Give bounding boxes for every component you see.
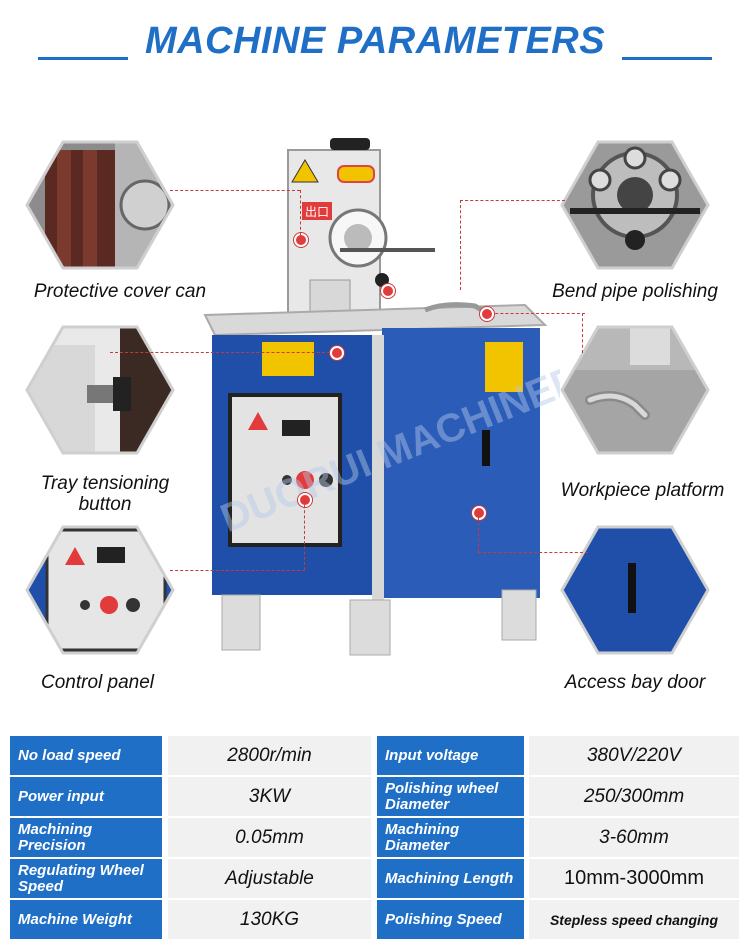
callout-dot-cover [294, 233, 308, 247]
callout-line-platform [485, 313, 585, 314]
tray-tensioning-label-line1: Tray tensioning [40, 473, 170, 494]
spec-value: 0.05mm [168, 818, 371, 857]
access-bay-door-label: Access bay door [564, 672, 706, 693]
callout-line-bend [460, 200, 565, 201]
callout-line-panel-v [304, 500, 305, 570]
spec-value: 380V/220V [529, 736, 739, 775]
header: MACHINE PARAMETERS [0, 0, 750, 90]
workpiece-platform-label: Workpiece platform [560, 480, 725, 501]
spec-key: Polishing Speed [377, 900, 524, 939]
spec-key: Machine Weight [10, 900, 162, 939]
bend-pipe-image [560, 140, 710, 270]
control-panel-label: Control panel [40, 672, 155, 693]
machine-drawing: 出口 DUORUI MACHINERY [203, 138, 611, 656]
control-panel-image [25, 525, 175, 655]
callout-line-panel [170, 570, 305, 571]
callout-line-platform-v [582, 313, 583, 353]
callout-line-cover [170, 190, 300, 191]
callout-dot-platform [480, 307, 494, 321]
spec-row: Machine Weight 130KG Polishing Speed Ste… [10, 900, 739, 940]
spec-value: 3KW [168, 777, 371, 816]
spec-key: Machining Length [377, 859, 524, 898]
access-bay-door-image [560, 525, 710, 655]
spec-key: Power input [10, 777, 162, 816]
spec-value: 130KG [168, 900, 371, 939]
spec-table: No load speed 2800r/min Input voltage 38… [10, 736, 739, 941]
workpiece-platform-image [560, 325, 710, 455]
callout-line-bend-v [460, 200, 461, 290]
spec-row: No load speed 2800r/min Input voltage 38… [10, 736, 739, 776]
spec-value: Adjustable [168, 859, 371, 898]
protective-cover-image [25, 140, 175, 270]
callout-line-cover-v [300, 190, 301, 235]
spec-value: 2800r/min [168, 736, 371, 775]
spec-key: No load speed [10, 736, 162, 775]
tray-tensioning-label-line2: button [78, 494, 132, 515]
spec-key: Polishing wheel Diameter [377, 777, 524, 816]
protective-cover-label: Protective cover can [33, 281, 207, 302]
page-title: MACHINE PARAMETERS [144, 20, 606, 62]
exit-sign-text: 出口 [305, 205, 329, 219]
spec-value: 3-60mm [529, 818, 739, 857]
machine-illustration: 出口 DUORUI MACHINERY [190, 130, 611, 660]
spec-value: 250/300mm [529, 777, 739, 816]
callout-dot-bend [381, 284, 395, 298]
spec-key: Machining Precision [10, 818, 162, 857]
title-rule-left [38, 57, 128, 60]
callout-line-tray [110, 352, 335, 353]
spec-value: 10mm-3000mm [529, 859, 739, 898]
tray-tensioning-label: Tray tensioning button [10, 473, 200, 515]
callout-dot-door [472, 506, 486, 520]
title-rule-right [622, 57, 712, 60]
callout-line-door [478, 552, 588, 553]
callout-dot-panel [298, 493, 312, 507]
spec-row: Regulating Wheel Speed Adjustable Machin… [10, 859, 739, 899]
callout-dot-tray [330, 346, 344, 360]
tray-tensioning-image [25, 325, 175, 455]
spec-row: Power input 3KW Polishing wheel Diameter… [10, 777, 739, 817]
spec-key: Input voltage [377, 736, 524, 775]
spec-key: Regulating Wheel Speed [10, 859, 162, 898]
callout-line-door-v [478, 512, 479, 552]
bend-pipe-label: Bend pipe polishing [552, 281, 718, 302]
spec-row: Machining Precision 0.05mm Machining Dia… [10, 818, 739, 858]
spec-key: Machining Diameter [377, 818, 524, 857]
spec-value: Stepless speed changing [529, 900, 739, 939]
